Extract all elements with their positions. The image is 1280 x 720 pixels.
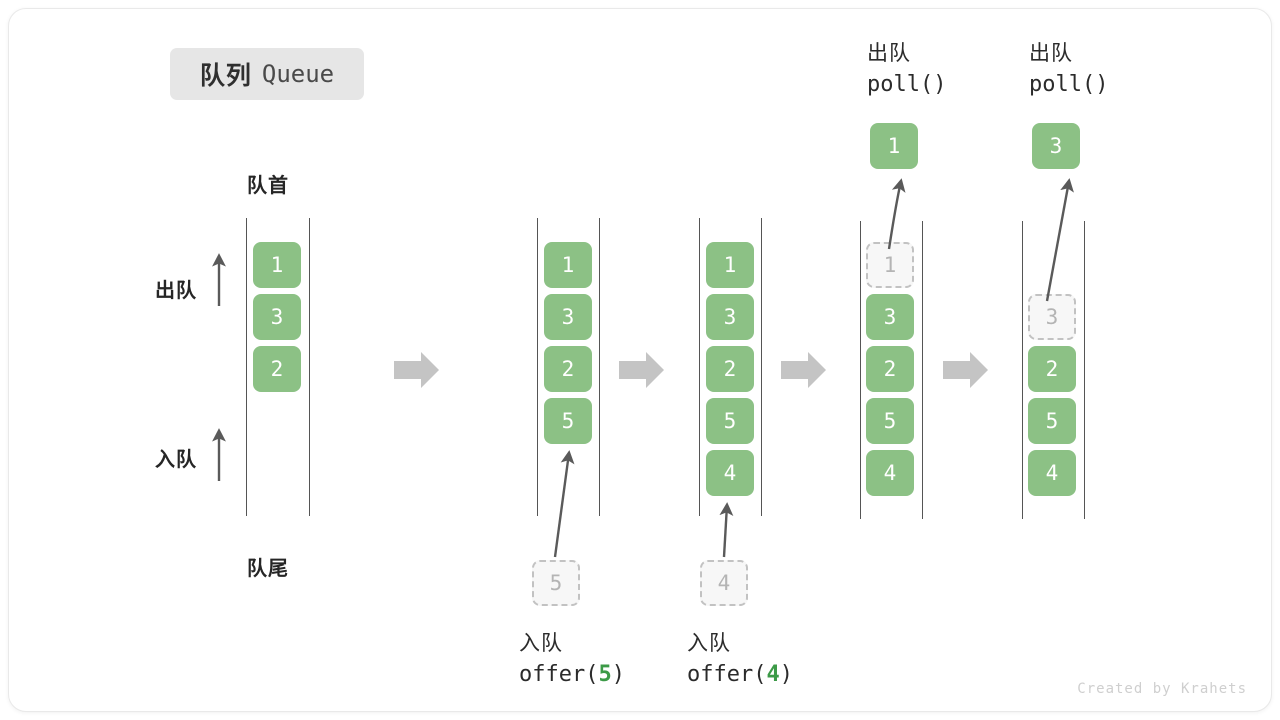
tail-label: 队尾 xyxy=(247,558,289,580)
diagram-stage: 队列 Queue 队首 队尾 出队 入队 1 3 2 1 3 2 5 5 入队 … xyxy=(9,9,1271,711)
step-arrow-icon xyxy=(619,352,664,388)
removed-element-ghost: 3 xyxy=(1028,294,1076,340)
queue-element: 1 xyxy=(706,242,754,288)
incoming-element-ghost: 4 xyxy=(700,560,748,606)
enqueue-side-label: 入队 xyxy=(155,449,197,471)
queue-element: 5 xyxy=(706,398,754,444)
removed-element-ghost: 1 xyxy=(866,242,914,288)
queue-element: 2 xyxy=(253,346,301,392)
head-label: 队首 xyxy=(247,175,289,197)
operation-code: poll() xyxy=(867,72,947,97)
queue-element: 5 xyxy=(866,398,914,444)
code-prefix: offer( xyxy=(687,662,767,687)
title-cn: 队列 xyxy=(199,62,252,90)
queue-rail-right-col3 xyxy=(761,218,762,516)
operation-code: poll() xyxy=(1029,72,1109,97)
queue-element: 1 xyxy=(253,242,301,288)
queue-rail-right-col2 xyxy=(599,218,600,516)
queue-element: 2 xyxy=(1028,346,1076,392)
offer-4-motion-arrow xyxy=(719,502,734,558)
title-en: Queue xyxy=(261,60,335,88)
operation-label-offer-5: 入队 offer(5) xyxy=(519,629,625,691)
operation-cn: 出队 xyxy=(1029,42,1073,65)
queue-rail-right-col5 xyxy=(1084,221,1085,519)
queue-element: 3 xyxy=(866,294,914,340)
queue-element-new: 4 xyxy=(706,450,754,496)
code-arg: 5 xyxy=(598,662,612,687)
queue-element: 4 xyxy=(1028,450,1076,496)
queue-rail-left-col4 xyxy=(860,221,861,519)
queue-rail-left-col5 xyxy=(1022,221,1023,519)
queue-rail-left-col1 xyxy=(246,218,247,516)
queue-element: 3 xyxy=(544,294,592,340)
dequeue-side-label: 出队 xyxy=(155,280,197,302)
queue-element-new: 5 xyxy=(544,398,592,444)
queue-element: 3 xyxy=(253,294,301,340)
poll-3-motion-arrow xyxy=(1045,178,1074,302)
step-arrow-icon xyxy=(781,352,826,388)
operation-cn: 出队 xyxy=(867,42,911,65)
queue-element: 2 xyxy=(706,346,754,392)
step-arrow-icon xyxy=(394,352,439,388)
queue-element: 2 xyxy=(866,346,914,392)
incoming-element-ghost: 5 xyxy=(532,560,580,606)
queue-element: 4 xyxy=(866,450,914,496)
queue-rail-right-col1 xyxy=(309,218,310,516)
queue-rail-left-col2 xyxy=(537,218,538,516)
code-suffix: ) xyxy=(779,662,793,687)
outgoing-element: 1 xyxy=(870,123,918,169)
operation-code: offer(5) xyxy=(519,659,625,691)
code-arg: 4 xyxy=(766,662,780,687)
arrow-overlay xyxy=(212,178,1074,558)
code-suffix: ) xyxy=(611,662,625,687)
poll-1-motion-arrow xyxy=(887,178,906,250)
watermark-credit: Created by Krahets xyxy=(1077,681,1247,697)
operation-label-poll-1: 出队 poll() xyxy=(867,39,946,101)
operation-cn: 入队 xyxy=(519,632,563,655)
offer-5-motion-arrow xyxy=(553,450,575,558)
operation-code: offer(4) xyxy=(687,659,793,691)
operation-cn: 入队 xyxy=(687,632,731,655)
queue-element: 2 xyxy=(544,346,592,392)
outgoing-element: 3 xyxy=(1032,123,1080,169)
code-prefix: offer( xyxy=(519,662,599,687)
queue-rail-left-col3 xyxy=(699,218,700,516)
diagram-title-chip: 队列 Queue xyxy=(170,48,364,100)
queue-element: 5 xyxy=(1028,398,1076,444)
queue-rail-right-col4 xyxy=(922,221,923,519)
operation-label-poll-3: 出队 poll() xyxy=(1029,39,1108,101)
queue-element: 3 xyxy=(706,294,754,340)
operation-label-offer-4: 入队 offer(4) xyxy=(687,629,793,691)
queue-element: 1 xyxy=(544,242,592,288)
diagram-card: 队列 Queue 队首 队尾 出队 入队 1 3 2 1 3 2 5 5 入队 … xyxy=(8,8,1272,712)
step-arrow-icon xyxy=(943,352,988,388)
